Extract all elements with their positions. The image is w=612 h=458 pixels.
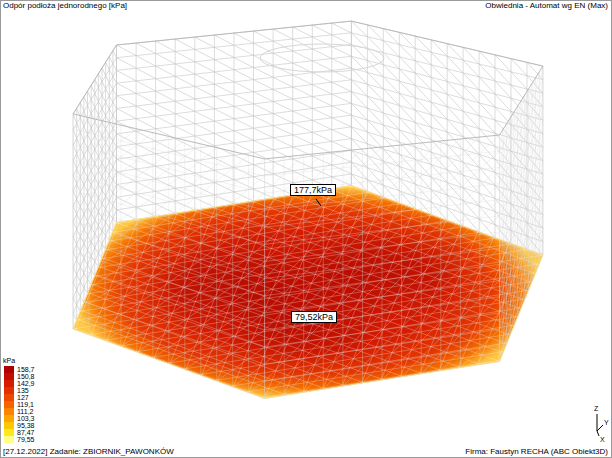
- legend-swatch: [4, 394, 14, 401]
- inner-circle-ghost: [260, 44, 384, 72]
- legend-row: 103,3: [3, 415, 15, 422]
- legend-swatch: [4, 436, 14, 443]
- legend-value: 103,3: [17, 415, 35, 422]
- value-callout: 177,7kPa: [290, 184, 336, 196]
- legend-row: 111,2: [3, 408, 15, 415]
- footer-task: [27.12.2022] Zadanie: ZBIORNIK_PAWONKÓW: [3, 447, 174, 456]
- legend-row: 95,38: [3, 422, 15, 429]
- legend-row: 79,55: [3, 436, 15, 443]
- legend-row: 127: [3, 394, 15, 401]
- legend-row: 87,47: [3, 429, 15, 436]
- legend-value: 135: [17, 387, 29, 394]
- wall-mesh: [265, 135, 500, 398]
- x-axis: [597, 431, 599, 436]
- legend-row: 150,8: [3, 373, 15, 380]
- legend-swatch: [4, 408, 14, 415]
- legend-value: 150,8: [17, 373, 35, 380]
- legend-swatch: [4, 380, 14, 387]
- legend-swatch: [4, 401, 14, 408]
- legend-row: 158,7: [3, 366, 15, 373]
- color-legend: kPa158,7150,8142,9135127119,1111,2103,39…: [3, 357, 15, 443]
- y-axis: [597, 425, 603, 431]
- legend-row: 142,9: [3, 380, 15, 387]
- legend-value: 87,47: [17, 429, 35, 436]
- view-subtitle: Obwiednia - Automat wg EN (Max): [485, 1, 608, 10]
- legend-row: 119,1: [3, 401, 15, 408]
- front-wall-mesh: [73, 21, 543, 398]
- legend-swatch: [4, 429, 14, 436]
- plate-edge: [73, 186, 543, 399]
- legend-value: 142,9: [17, 380, 35, 387]
- wall-mesh: [73, 114, 265, 399]
- axis-symbol: [597, 414, 603, 436]
- legend-value: 119,1: [17, 401, 34, 408]
- value-callout: 79,52kPa: [291, 311, 337, 323]
- legend-value: 127: [17, 394, 29, 401]
- axis-label: Z: [594, 404, 598, 413]
- z-axis: [597, 414, 598, 431]
- axis-label: X: [600, 435, 605, 444]
- value-text: 79,52kPa: [295, 312, 333, 322]
- plate-map: [0, 119, 612, 458]
- wall-mesh: [117, 21, 352, 223]
- value-text: 177,7kPa: [294, 185, 332, 195]
- legend-swatch: [4, 366, 14, 373]
- legend-value: 158,7: [17, 366, 35, 373]
- plate-mesh: [0, 119, 612, 458]
- view-title: Odpór podłoża jednorodnego [kPa]: [3, 1, 127, 10]
- legend-swatch: [4, 415, 14, 422]
- leader-line: [316, 199, 321, 206]
- axis-label: Y: [604, 418, 609, 427]
- wall-mesh: [500, 66, 543, 361]
- legend-value: 95,38: [17, 422, 35, 429]
- legend-value: 79,55: [17, 436, 35, 443]
- footer-company: Firma: Faustyn RECHA (ABC Obiekt3D): [465, 447, 608, 456]
- legend-unit: kPa: [3, 357, 15, 366]
- legend-swatch: [4, 422, 14, 429]
- wall-rim: [73, 21, 543, 159]
- legend-swatch: [4, 373, 14, 380]
- legend-value: 111,2: [17, 408, 33, 415]
- legend-swatch: [4, 387, 14, 394]
- legend-row: 135: [3, 387, 15, 394]
